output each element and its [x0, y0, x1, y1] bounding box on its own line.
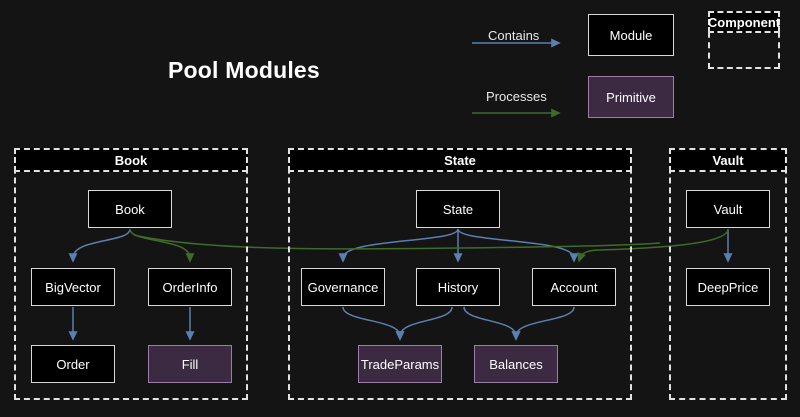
node-balances[interactable]: Balances — [474, 345, 558, 383]
legend-primitive-sample: Primitive — [588, 76, 674, 118]
node-history[interactable]: History — [416, 268, 500, 306]
group-book-label: Book — [14, 148, 248, 172]
node-vault[interactable]: Vault — [686, 190, 770, 228]
legend-processes-label: Processes — [486, 89, 547, 104]
page-title: Pool Modules — [168, 57, 320, 83]
node-order[interactable]: Order — [31, 345, 115, 383]
group-state-label: State — [288, 148, 632, 172]
legend-contains-label: Contains — [488, 28, 540, 43]
node-book[interactable]: Book — [88, 190, 172, 228]
node-governance[interactable]: Governance — [301, 268, 385, 306]
node-account[interactable]: Account — [532, 268, 616, 306]
node-bigvector[interactable]: BigVector — [31, 268, 115, 306]
node-fill[interactable]: Fill — [148, 345, 232, 383]
node-deepprice[interactable]: DeepPrice — [686, 268, 770, 306]
legend-module-sample: Module — [588, 14, 674, 56]
group-vault-label: Vault — [669, 148, 787, 172]
node-orderinfo[interactable]: OrderInfo — [148, 268, 232, 306]
legend-component-label: Component — [708, 11, 780, 33]
node-tradeparams[interactable]: TradeParams — [358, 345, 442, 383]
node-state[interactable]: State — [416, 190, 500, 228]
